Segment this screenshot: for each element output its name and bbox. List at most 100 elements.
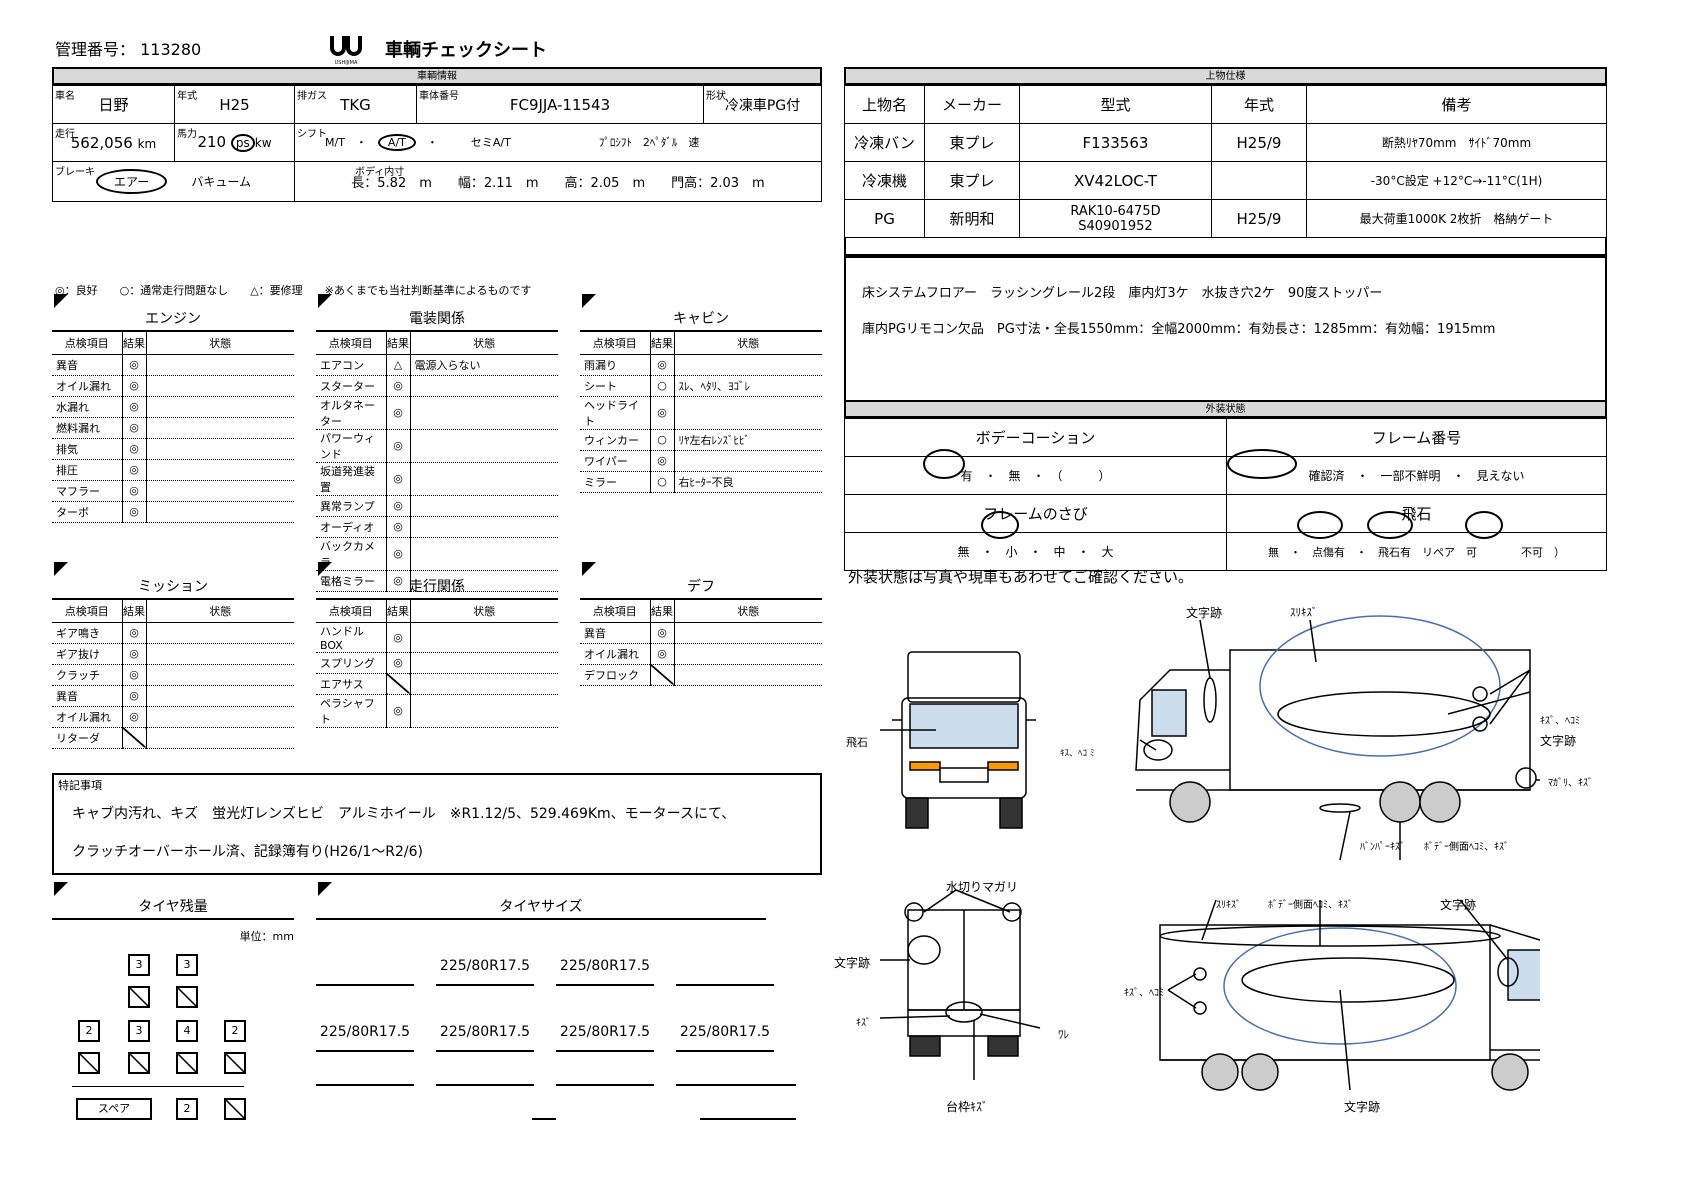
check-item: ギア抜け xyxy=(52,643,122,665)
check-result: ◎ xyxy=(649,450,675,472)
check-state xyxy=(146,501,294,523)
truck-side-view xyxy=(1135,615,1537,823)
check-result: ○ xyxy=(649,429,675,451)
check-result: ◎ xyxy=(385,429,411,463)
check-row: 雨漏り◎ xyxy=(580,354,822,376)
check-item: ミラー xyxy=(580,471,650,493)
check-state: ｽﾚ、ﾍﾀﾘ、ﾖｺﾞﾚ xyxy=(674,375,822,397)
check-state xyxy=(146,438,294,460)
vehicle-info-header: 車輌情報 xyxy=(52,67,822,85)
check-row: オイル漏れ◎ xyxy=(580,643,822,665)
drive-section: 走行関係 点検項目結果状態ハンドルBOX◎スプリング◎エアサスペラシャフト◎ xyxy=(316,562,558,728)
check-result: ◎ xyxy=(121,622,147,644)
column-header: 結果 xyxy=(649,332,675,355)
check-result: △ xyxy=(385,354,411,376)
check-item: スプリング xyxy=(316,652,386,674)
check-item: ギア鳴き xyxy=(52,622,122,644)
tire-remain-box: 4 xyxy=(176,1020,198,1042)
check-state xyxy=(410,537,558,571)
check-row: ギア抜け◎ xyxy=(52,643,294,665)
upper-notes-1: 床システムフロアー ラッシングレール2段 庫内灯3ケ 水抜き穴2ケ 90度ストッ… xyxy=(862,286,1383,301)
tire-size: 225/80R17.5 xyxy=(676,1024,774,1052)
check-item: ハンドルBOX xyxy=(316,622,386,653)
check-result: ◎ xyxy=(121,417,147,439)
check-item: 異音 xyxy=(52,685,122,707)
tire-size: 225/80R17.5 xyxy=(556,958,654,986)
check-state xyxy=(410,622,558,653)
tire-slash-box xyxy=(128,1052,150,1074)
check-row: リターダ xyxy=(52,727,294,749)
truck-rear-view xyxy=(904,902,1022,1057)
truck-front-view xyxy=(892,651,1036,829)
column-header: 点検項目 xyxy=(580,332,650,355)
check-row: 異常ランプ◎ xyxy=(316,495,558,517)
shape-value: 冷凍車PG付 xyxy=(724,97,801,114)
check-item: 燃料漏れ xyxy=(52,417,122,439)
column-header: 状態 xyxy=(410,332,558,355)
spare-label: スペア xyxy=(76,1098,152,1120)
column-header: 状態 xyxy=(410,600,558,623)
maker-value: 日野 xyxy=(98,96,129,114)
electric-section: 電装関係 点検項目結果状態エアコン△電源入らないスターター◎オルタネーター◎パワ… xyxy=(316,294,558,592)
check-state xyxy=(410,495,558,517)
check-state xyxy=(410,516,558,538)
check-row: ウィンカー○ﾘﾔ左右ﾚﾝｽﾞﾋﾋﾞ xyxy=(580,429,822,451)
check-item: 坂道発進装置 xyxy=(316,462,386,496)
check-result: ◎ xyxy=(385,396,411,430)
check-result: ◎ xyxy=(385,570,411,592)
check-result: ◎ xyxy=(121,396,147,418)
check-row: 電格ミラー◎ xyxy=(316,570,558,592)
emission-value: TKG xyxy=(340,95,371,114)
check-state xyxy=(674,396,822,430)
check-row: ペラシャフト◎ xyxy=(316,694,558,728)
body-number-value: FC9JJA-11543 xyxy=(509,95,611,114)
exterior-selection-circles xyxy=(923,449,1503,539)
exterior-status: 外装状態 ボデーコーションフレーム番号 有 ・ 無 ・ （ ）確認済 ・ 一部不… xyxy=(844,400,1607,571)
check-result: ◎ xyxy=(121,438,147,460)
check-item: スターター xyxy=(316,375,386,397)
check-row: エアサス xyxy=(316,673,558,695)
check-item: オーディオ xyxy=(316,516,386,538)
tire-slash-box xyxy=(224,1098,246,1120)
check-row: ヘッドライト◎ xyxy=(580,396,822,430)
check-result: ◎ xyxy=(121,706,147,728)
check-item: オルタネーター xyxy=(316,396,386,430)
check-row: 排気◎ xyxy=(52,438,294,460)
check-item: オイル漏れ xyxy=(52,706,122,728)
check-state xyxy=(146,480,294,502)
check-state: 電源入らない xyxy=(410,354,558,376)
check-row: パワーウィンド◎ xyxy=(316,429,558,463)
column-header: 点検項目 xyxy=(316,332,386,355)
check-state xyxy=(146,622,294,644)
year-value: H25 xyxy=(219,95,250,114)
check-item: ヘッドライト xyxy=(580,396,650,430)
truck-side-view-right xyxy=(1159,924,1540,1091)
column-header: 結果 xyxy=(385,332,411,355)
check-result: ◎ xyxy=(649,643,675,665)
check-result: ◎ xyxy=(121,664,147,686)
logo-mark-icon xyxy=(330,36,362,56)
tire-slash-box xyxy=(128,986,150,1008)
check-item: ターボ xyxy=(52,501,122,523)
check-result: ◎ xyxy=(121,375,147,397)
check-item: 異音 xyxy=(52,354,122,376)
column-header: 結果 xyxy=(121,600,147,623)
check-item: ワイパー xyxy=(580,450,650,472)
check-state xyxy=(410,570,558,592)
tire-size: 225/80R17.5 xyxy=(436,1024,534,1052)
check-state: ﾘﾔ左右ﾚﾝｽﾞﾋﾋﾞ xyxy=(674,429,822,451)
check-item: オイル漏れ xyxy=(52,375,122,397)
check-row: ギア鳴き◎ xyxy=(52,622,294,644)
tire-size: 225/80R17.5 xyxy=(556,1024,654,1052)
column-header: 結果 xyxy=(385,600,411,623)
check-result: ◎ xyxy=(385,375,411,397)
check-row: クラッチ◎ xyxy=(52,664,294,686)
ps-selected: ps xyxy=(230,134,255,152)
check-item: 異常ランプ xyxy=(316,495,386,517)
exterior-notice: 外装状態は写真や現車もあわせてご確認ください。 xyxy=(848,568,1194,586)
check-row: ミラー○右ﾋｰﾀｰ不良 xyxy=(580,471,822,493)
check-item: ウィンカー xyxy=(580,429,650,451)
check-state xyxy=(410,429,558,463)
check-result: ◎ xyxy=(121,480,147,502)
